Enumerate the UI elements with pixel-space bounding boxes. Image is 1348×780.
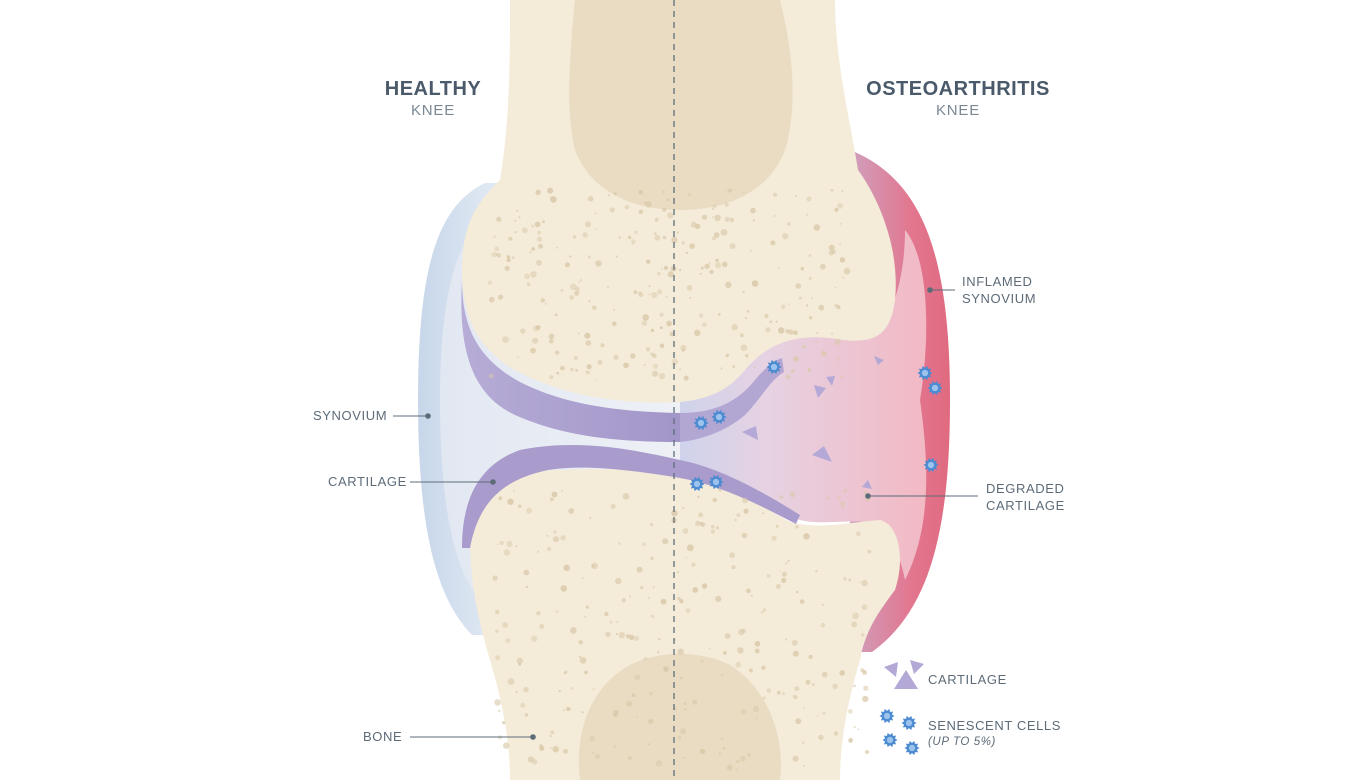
cartilage-fragment xyxy=(874,356,884,365)
senescent-cells xyxy=(689,359,943,492)
osteoarthritis-title: OSTEOARTHRITIS xyxy=(866,78,1050,100)
legend-senescent-label: SENESCENT CELLS xyxy=(928,718,1062,733)
osteoarthritis-subtitle: KNEE xyxy=(935,102,981,119)
healthy-title: HEALTHY xyxy=(384,78,482,100)
senescent-cell xyxy=(923,457,939,473)
synovium-label: SYNOVIUM xyxy=(313,408,388,423)
tibia-shape xyxy=(470,469,900,780)
bone-speckles xyxy=(488,187,872,771)
senescent-cell xyxy=(711,409,727,425)
cartilage-fragments xyxy=(742,356,884,489)
bone-label: BONE xyxy=(363,729,403,744)
degraded-cartilage-label-line1: DEGRADED xyxy=(986,481,1065,496)
degraded-cartilage-label: DEGRADED CARTILAGE xyxy=(986,480,1065,514)
cartilage-fragment xyxy=(812,446,832,462)
senescent-cell xyxy=(766,359,782,375)
healthy-cartilage-lower xyxy=(462,445,680,548)
senescent-cell xyxy=(693,415,709,431)
healthy-subtitle: KNEE xyxy=(410,102,456,119)
senescent-cell xyxy=(917,365,933,381)
cartilage-fragment xyxy=(814,385,826,398)
cartilage-fragment xyxy=(862,480,872,489)
senescent-cell xyxy=(901,715,917,731)
senescent-cell xyxy=(904,740,920,756)
cartilage-fragment xyxy=(742,426,758,440)
femur-shadow-shape xyxy=(569,0,793,210)
senescent-cell xyxy=(689,476,705,492)
senescent-cell xyxy=(882,732,898,748)
healthy-cartilage-upper xyxy=(461,280,680,442)
inflamed-synovium-label-line2: SYNOVIUM xyxy=(962,291,1037,306)
inflamed-synovium-label: INFLAMED SYNOVIUM xyxy=(962,273,1036,307)
legend-senescent-note: (UP TO 5%) xyxy=(928,736,996,748)
senescent-cell xyxy=(708,474,724,490)
legend-cartilage-icon xyxy=(884,660,924,689)
leader-lines xyxy=(393,287,978,740)
oa-cartilage-lower xyxy=(680,460,800,524)
legend-senescent-icon xyxy=(879,708,920,756)
legend-cartilage-label: CARTILAGE xyxy=(928,672,1007,687)
cartilage-label: CARTILAGE xyxy=(328,474,407,489)
cartilage-fragment xyxy=(826,376,835,386)
senescent-cell xyxy=(927,380,943,396)
tibia-shadow-shape xyxy=(578,653,781,780)
inflamed-synovium-label-line1: INFLAMED xyxy=(962,274,1033,289)
senescent-cell xyxy=(879,708,895,724)
degraded-cartilage-label-line2: CARTILAGE xyxy=(986,498,1065,513)
